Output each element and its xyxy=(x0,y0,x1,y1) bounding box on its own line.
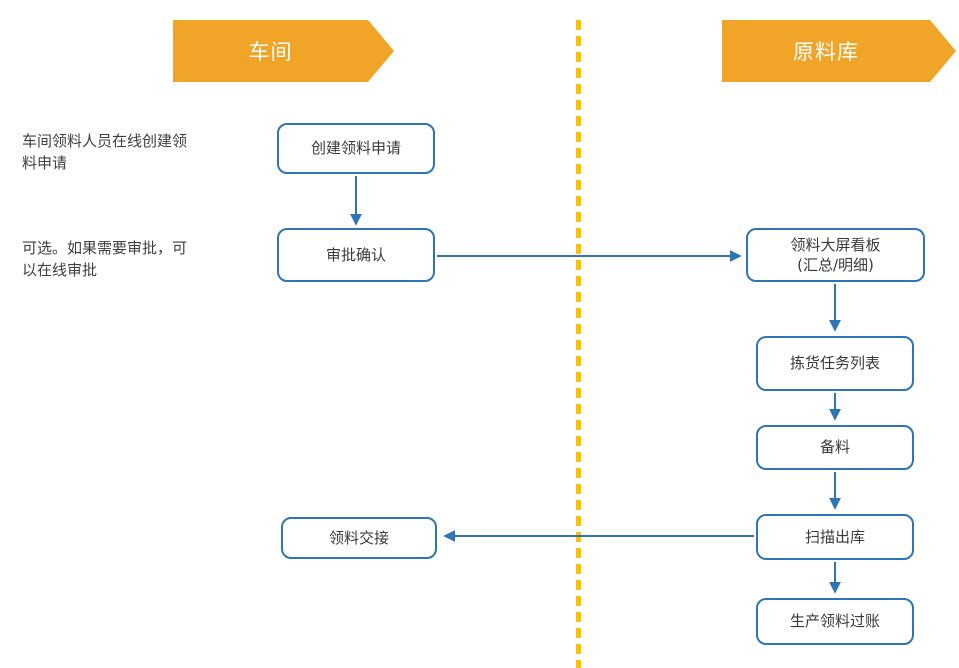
node-kanban-board-label-line1: 领料大屏看板 xyxy=(790,235,881,254)
lane-header-workshop: 车间 xyxy=(173,20,394,82)
node-prepare-material-label: 备料 xyxy=(819,438,850,457)
lane-header-warehouse: 原料库 xyxy=(722,20,956,82)
node-production-posting: 生产领料过账 xyxy=(756,598,914,645)
node-scan-outbound: 扫描出库 xyxy=(756,514,914,560)
node-scan-outbound-label: 扫描出库 xyxy=(804,527,865,546)
node-picking-task-list: 拣货任务列表 xyxy=(756,336,914,391)
annotation-approve-note: 可选。如果需要审批，可以在线审批 xyxy=(22,239,188,279)
node-approval-confirm-label: 审批确认 xyxy=(325,245,386,264)
node-approval-confirm: 审批确认 xyxy=(277,228,435,282)
lane-header-warehouse-label: 原料库 xyxy=(793,40,859,64)
lane-header-workshop-label: 车间 xyxy=(248,40,293,64)
node-picking-task-list-label: 拣货任务列表 xyxy=(789,354,880,373)
node-prepare-material: 备料 xyxy=(756,425,914,470)
node-create-request: 创建领料申请 xyxy=(277,123,435,174)
node-create-request-label: 创建领料申请 xyxy=(310,139,401,158)
node-kanban-board: 领料大屏看板 (汇总/明细) xyxy=(746,228,925,282)
node-material-handover: 领料交接 xyxy=(281,517,437,559)
annotation-create-note: 车间领料人员在线创建领料申请 xyxy=(22,132,188,172)
lane-divider-dashed-line xyxy=(576,20,581,668)
node-kanban-board-label-line2: (汇总/明细) xyxy=(797,256,874,274)
node-production-posting-label: 生产领料过账 xyxy=(789,612,880,631)
node-material-handover-label: 领料交接 xyxy=(328,528,389,547)
